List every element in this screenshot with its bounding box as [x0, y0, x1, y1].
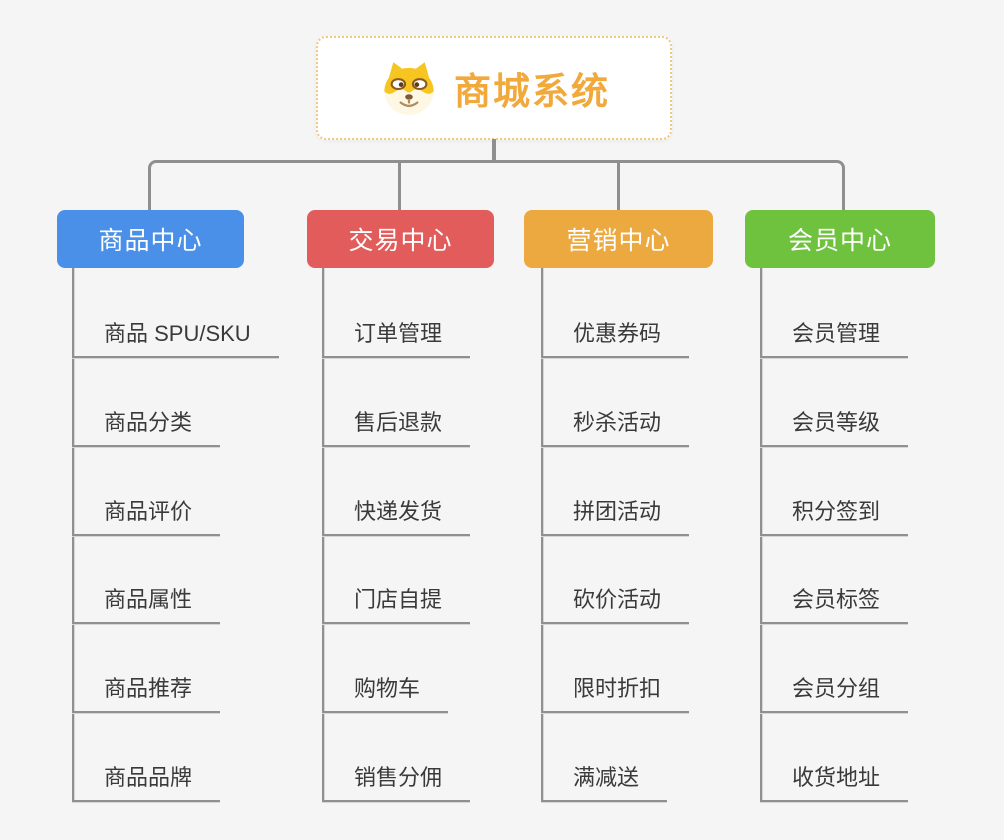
branch-bus-connector — [148, 160, 845, 210]
subtopic-node[interactable]: 商品 SPU/SKU — [72, 320, 279, 358]
subtopic-node[interactable]: 秒杀活动 — [541, 409, 690, 447]
branch-node-goods[interactable]: 商品中心 — [57, 210, 244, 268]
subtopic-node[interactable]: 商品评价 — [72, 498, 221, 536]
branch-node-trade[interactable]: 交易中心 — [307, 210, 494, 268]
subtopic-node[interactable]: 优惠券码 — [541, 320, 690, 358]
root-topic-label: 商城系统 — [454, 71, 610, 112]
subtopic-node[interactable]: 拼团活动 — [541, 498, 690, 536]
subtopic-node[interactable]: 门店自提 — [322, 586, 471, 624]
branch-label: 会员中心 — [787, 227, 892, 255]
branch-drop-connector — [398, 162, 401, 210]
subtopic-node[interactable]: 商品分类 — [72, 409, 221, 447]
branch-label: 商品中心 — [98, 227, 203, 255]
shiba-dog-icon — [378, 60, 440, 116]
subtopic-node[interactable]: 快递发货 — [322, 498, 471, 536]
subtopic-node[interactable]: 收货地址 — [760, 764, 909, 802]
subtopic-node[interactable]: 限时折扣 — [541, 675, 690, 713]
branch-node-marketing[interactable]: 营销中心 — [524, 210, 713, 268]
subtopic-node[interactable]: 销售分佣 — [322, 764, 471, 802]
root-topic-node[interactable]: 商城系统 — [316, 36, 672, 140]
branch-label: 营销中心 — [566, 227, 671, 255]
branch-label: 交易中心 — [348, 227, 453, 255]
subtopic-node[interactable]: 商品属性 — [72, 586, 221, 624]
root-stem-connector — [492, 139, 496, 162]
subtopic-node[interactable]: 满减送 — [541, 764, 668, 802]
subtopic-node[interactable]: 砍价活动 — [541, 586, 690, 624]
subtopic-node[interactable]: 商品品牌 — [72, 764, 221, 802]
subtopic-node[interactable]: 会员分组 — [760, 675, 909, 713]
subtopic-node[interactable]: 商品推荐 — [72, 675, 221, 713]
subtopic-node[interactable]: 会员管理 — [760, 320, 909, 358]
branch-node-member[interactable]: 会员中心 — [745, 210, 935, 268]
branch-drop-connector — [617, 162, 620, 210]
subtopic-node[interactable]: 订单管理 — [322, 320, 471, 358]
subtopic-node[interactable]: 售后退款 — [322, 409, 471, 447]
subtopic-node[interactable]: 积分签到 — [760, 498, 909, 536]
subtopic-node[interactable]: 会员标签 — [760, 586, 909, 624]
subtopic-node[interactable]: 购物车 — [322, 675, 449, 713]
subtopic-node[interactable]: 会员等级 — [760, 409, 909, 447]
